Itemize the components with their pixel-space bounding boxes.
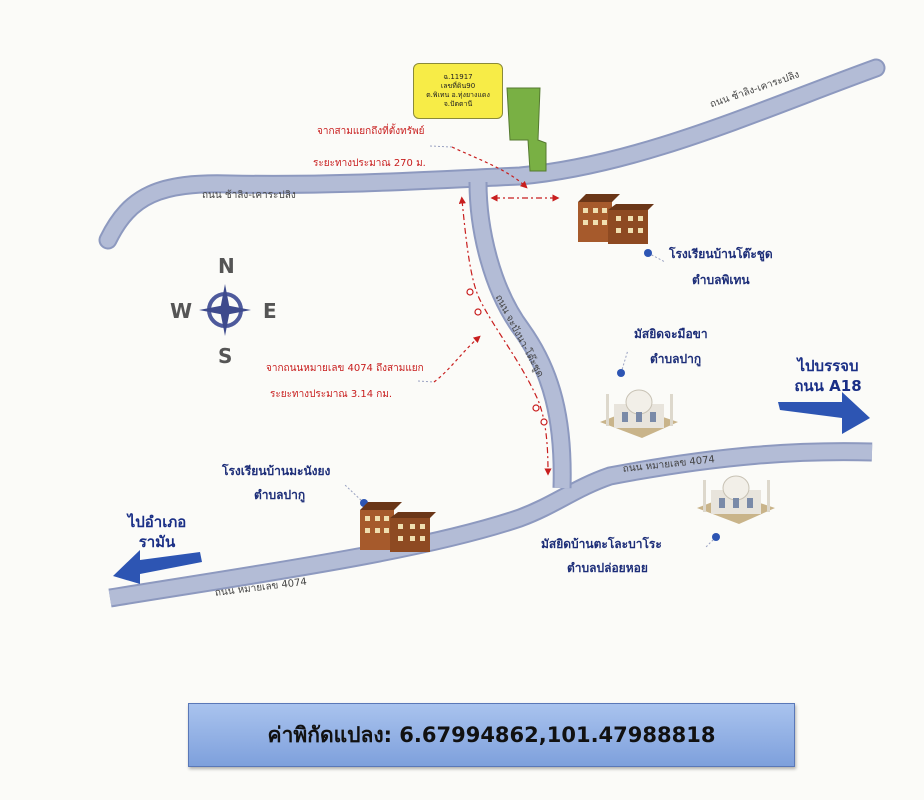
direction-east-line-1: ไปบรรจบ: [797, 357, 859, 375]
school-1-pin: [644, 249, 652, 257]
school-2-name: โรงเรียนบ้านมะนังยง: [222, 464, 331, 478]
parcel-line-4: จ.ปัตตานี: [443, 100, 473, 108]
leader-lines: [344, 145, 717, 549]
parcel-line-2: เลขที่ดิน90: [440, 82, 476, 90]
distance-marker-3km: [433, 196, 552, 476]
property-parcel: [506, 87, 547, 172]
parcel-line-3: ต.พิเทน อ.ทุ่งยางแดง: [426, 91, 490, 99]
distance-1-line-2: ระยะทางประมาณ 270 ม.: [313, 158, 426, 169]
arrow-west-icon: [113, 550, 202, 584]
parcel-line-1: ฉ.11917: [443, 73, 473, 81]
mosque-1-sub: ตำบลปากู: [650, 352, 702, 366]
distance-2-line-1: จากถนนหมายเลข 4074 ถึงสามแยก: [266, 363, 424, 374]
parcel-callout: ฉ.11917 เลขที่ดิน90 ต.พิเทน อ.ทุ่งยางแดง…: [413, 63, 503, 119]
mosque-2-pin: [712, 533, 720, 541]
mosque-icon: [697, 475, 775, 524]
direction-west-line-2: รามัน: [138, 533, 176, 551]
mosque-2-sub: ตำบลปล่อยหอย: [567, 561, 648, 575]
road-highway-4074: [108, 442, 873, 608]
school-2-sub: ตำบลปากู: [254, 488, 306, 502]
arrow-east-icon: [778, 392, 870, 434]
school-1-sub: ตำบลพิเทน: [692, 273, 750, 287]
compass-east: E: [263, 299, 277, 323]
distance-2-line-2: ระยะทางประมาณ 3.14 กม.: [270, 389, 393, 400]
mosque-1-name: มัสยิดจะมือขา: [634, 327, 708, 341]
compass-south: S: [218, 344, 233, 368]
direction-west-line-1: ไปอำเภอ: [127, 513, 187, 531]
mosque-2-name: มัสยิดบ้านตะโละบาโระ: [541, 537, 662, 551]
direction-east-label: ไปบรรจบ ถนน A18: [780, 356, 876, 396]
compass-north: N: [218, 254, 235, 278]
road-label-top-left: ถนน ช้าลิง-เคาระปลิง: [202, 190, 296, 201]
coordinates-text: ค่าพิกัดแปลง: 6.67994862,101.47988818: [267, 722, 716, 747]
mosque-icon: [600, 389, 678, 438]
road-top: [98, 58, 886, 250]
mosque-1-pin: [617, 369, 625, 377]
distance-1-line-1: จากสามแยกถึงที่ตั้งทรัพย์: [317, 126, 425, 137]
school-building-icon: [360, 502, 436, 552]
coordinates-box: ค่าพิกัดแปลง: 6.67994862,101.47988818: [188, 703, 795, 767]
school-building-icon: [578, 194, 654, 244]
direction-east-line-2: ถนน A18: [794, 377, 862, 395]
direction-west-label: ไปอำเภอ รามัน: [112, 512, 202, 552]
compass-rose-icon: [199, 284, 251, 336]
school-1-name: โรงเรียนบ้านโต๊ะชูด: [669, 247, 773, 261]
compass-west: W: [170, 299, 193, 323]
